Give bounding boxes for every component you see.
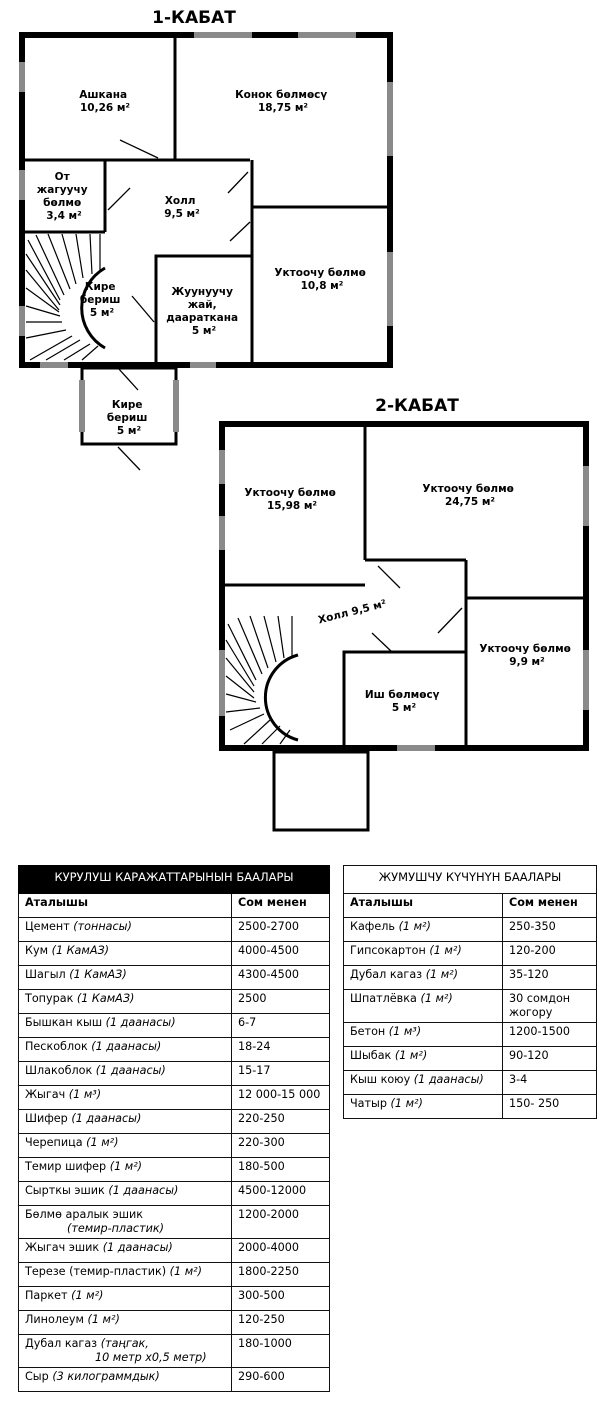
table-row: Шифер (1 даанасы)220-250 — [18, 1109, 330, 1134]
room-porch: Кире бериш 5 м² — [107, 399, 151, 437]
table-row: Темир шифер (1 м²)180-500 — [18, 1157, 330, 1182]
table-row: Пескоблок (1 даанасы)18-24 — [18, 1037, 330, 1062]
labour-price-table: ЖУМУШЧУ КҮЧҮНҮН БААЛАРЫ Аталышы Сом мене… — [343, 865, 597, 1119]
table-row: Топурак (1 КамАЗ)2500 — [18, 989, 330, 1014]
table-row: Цемент (тоннасы)2500-2700 — [18, 917, 330, 942]
room-office: Иш бөлмөсү 5 м² — [365, 689, 443, 714]
floor-plans: 1-КАБАТ — [19, 8, 589, 832]
table-row: Бышкан кыш (1 даанасы)6-7 — [18, 1013, 330, 1038]
table-row: Бөлмө аралык эшик(темир-пластик)1200-200… — [18, 1205, 330, 1239]
floor1-plan — [19, 32, 393, 471]
table-row: Дубал кагаз (таңгак,10 метр х0,5 метр)18… — [18, 1334, 330, 1368]
labour-title: ЖУМУШЧУ КҮЧҮНҮН БААЛАРЫ — [343, 865, 597, 894]
table-row: Кафель (1 м²)250-350 — [343, 917, 597, 942]
room-bedroom-2c: Уктоочу бөлмө 9,9 м² — [479, 643, 574, 668]
col-price-header: Сом менен — [231, 893, 330, 918]
room-hall-2: Холл 9,5 м² — [317, 598, 388, 627]
table-row: Сырткы эшик (1 даанасы)4500-12000 — [18, 1181, 330, 1206]
table-row: Гипсокартон (1 м²)120-200 — [343, 941, 597, 966]
room-bedroom-1: Уктоочу бөлмө 10,8 м² — [274, 267, 369, 292]
table-row: Сыр (3 килограммдык)290-600 — [18, 1367, 330, 1392]
table-row: Шпатлёвка (1 м²)30 сомдон жогору — [343, 989, 597, 1023]
materials-title: КУРУЛУШ КАРАЖАТТАРЫНЫН БААЛАРЫ — [18, 865, 330, 894]
table-row: Кум (1 КамАЗ)4000-4500 — [18, 941, 330, 966]
table-row: Дубал кагаз (1 м²)35-120 — [343, 965, 597, 990]
floor2-balcony — [272, 750, 370, 832]
floor2-stairs — [225, 615, 293, 745]
col-name-header: Аталышы — [18, 893, 232, 918]
table-row: Паркет (1 м²)300-500 — [18, 1286, 330, 1311]
table-row: Чатыр (1 м²)150- 250 — [343, 1094, 597, 1119]
table-row: Терезе (темир-пластик) (1 м²)1800-2250 — [18, 1262, 330, 1287]
room-living: Конок бөлмөсү 18,75 м² — [235, 89, 331, 114]
floor2-title: 2-КАБАТ — [375, 396, 459, 416]
table-row: Жыгач (1 м³)12 000-15 000 — [18, 1085, 330, 1110]
table-row: Линолеум (1 м²)120-250 — [18, 1310, 330, 1335]
room-entrance: Кире бериш 5 м² — [80, 281, 124, 319]
col-name-header: Аталышы — [343, 893, 503, 918]
table-row: Шыбак (1 м²)90-120 — [343, 1046, 597, 1071]
room-kitchen: Ашкана 10,26 м² — [79, 89, 131, 114]
floor1-windows — [19, 32, 393, 432]
table-row: Шагыл (1 КамАЗ)4300-4500 — [18, 965, 330, 990]
room-bedroom-2a: Уктоочу бөлмө 15,98 м² — [244, 487, 339, 512]
room-bedroom-2b: Уктоочу бөлмө 24,75 м² — [422, 483, 517, 508]
materials-price-table: КУРУЛУШ КАРАЖАТТАРЫНЫН БААЛАРЫ Аталышы С… — [18, 865, 330, 1392]
table-row: Черепица (1 м²)220-300 — [18, 1133, 330, 1158]
floor1-stairs — [25, 233, 101, 361]
room-boiler: От жагуучу бөлмө 3,4 м² — [37, 171, 91, 222]
table-row: Жыгач эшик (1 даанасы)2000-4000 — [18, 1238, 330, 1263]
floor2-plan — [219, 421, 589, 832]
floor2-windows — [219, 450, 589, 751]
table-row: Бетон (1 м³)1200-1500 — [343, 1022, 597, 1047]
floor1-title: 1-КАБАТ — [152, 8, 236, 28]
room-bathroom: Жуунуучу жай, дааратканa 5 м² — [166, 286, 242, 337]
col-price-header: Сом менен — [502, 893, 597, 918]
table-row: Шлакоблок (1 даанасы)15-17 — [18, 1061, 330, 1086]
table-row: Кыш коюу (1 даанасы)3-4 — [343, 1070, 597, 1095]
room-hall-1: Холл 9,5 м² — [164, 195, 200, 220]
